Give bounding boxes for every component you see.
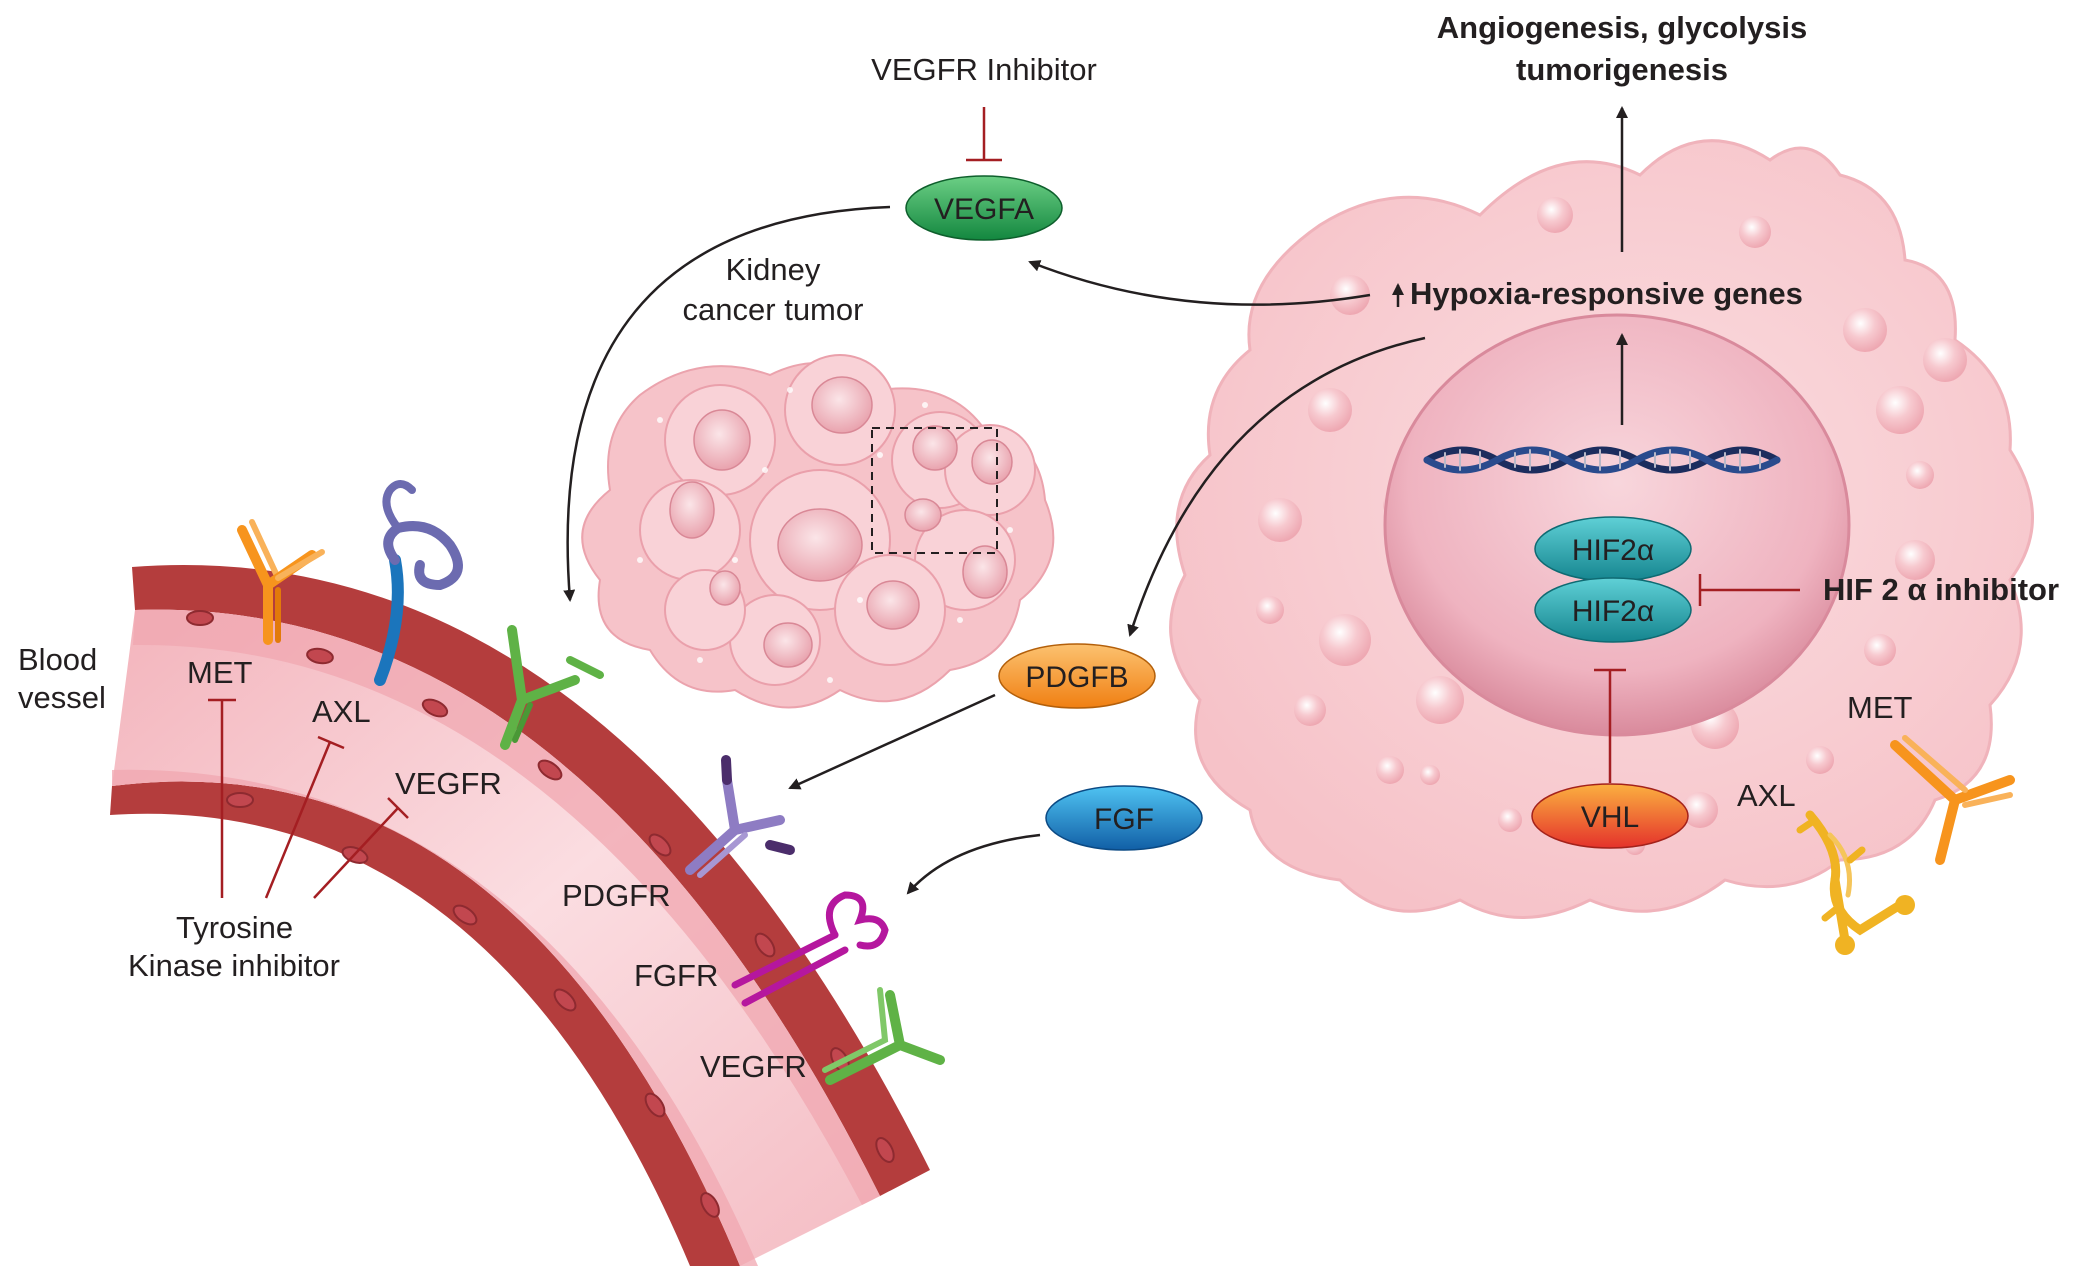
tki-label-line2: Kinase inhibitor <box>128 948 340 983</box>
hif2a-top: HIF2α <box>1534 516 1692 582</box>
pdgfb-ligand: PDGFB <box>998 643 1156 709</box>
endothelial-nuclei <box>186 610 895 1218</box>
vessel-label-line1: Blood <box>18 642 97 677</box>
vhl-protein: VHL <box>1531 783 1689 849</box>
cell-met-receptor-icon <box>1890 735 2015 865</box>
tumor-zoom-box <box>871 427 998 554</box>
hif2a-top-label: HIF2α <box>1572 534 1654 567</box>
tki-label-line1: Tyrosine <box>176 910 293 945</box>
vessel-met-label: MET <box>187 655 253 690</box>
hif-inhibitor-label: HIF 2 α inhibitor <box>1823 572 2059 607</box>
fgfr-receptor-icon <box>731 891 889 1007</box>
hypoxia-genes-label: Hypoxia-responsive genes <box>1410 276 1803 311</box>
vessel-vegfr-outer-receptor-icon <box>822 987 945 1085</box>
fgf-label: FGF <box>1094 803 1154 836</box>
tki-inhibitor-lines <box>208 698 409 899</box>
vegfa-ligand: VEGFA <box>905 175 1063 241</box>
pdgfr-receptor-icon <box>685 755 795 878</box>
fgfr-label: FGFR <box>634 958 718 993</box>
outcome-line2: tumorigenesis <box>1516 52 1728 87</box>
cell-axl-receptor-icon <box>1796 810 1915 955</box>
tumor-label-line1: Kidney <box>726 252 821 287</box>
vhl-label: VHL <box>1581 801 1639 834</box>
vegfa-label: VEGFA <box>934 193 1034 226</box>
pdgfr-label: PDGFR <box>562 878 671 913</box>
vessel-vegfr-outer-label: VEGFR <box>700 1049 807 1084</box>
dna-helix-icon <box>1423 446 1781 474</box>
vessel-axl-label: AXL <box>312 694 371 729</box>
vegfr-inhibitor-label: VEGFR Inhibitor <box>871 52 1097 87</box>
inhibition-lines <box>966 107 1800 783</box>
vessel-axl-receptor-icon <box>374 480 463 686</box>
hif2a-bottom-label: HIF2α <box>1572 595 1654 628</box>
vessel-vegfr-inner-label: VEGFR <box>395 766 502 801</box>
outcome-line1: Angiogenesis, glycolysis <box>1437 10 1807 45</box>
hif2a-bottom: HIF2α <box>1534 577 1692 643</box>
cell-axl-label: AXL <box>1737 778 1796 813</box>
vessel-vegfr-receptor-icon <box>500 625 604 750</box>
pathway-arrows <box>563 106 1628 895</box>
kidney-tumor-cluster-icon <box>581 354 1055 709</box>
vessel-met-receptor-icon <box>237 519 325 645</box>
tumor-label-line2: cancer tumor <box>683 292 864 327</box>
cytoplasm-vesicles <box>1256 197 1967 855</box>
fgf-ligand: FGF <box>1045 785 1203 851</box>
pdgfb-label: PDGFB <box>1025 661 1128 694</box>
vessel-label-line2: vessel <box>18 680 106 715</box>
cell-met-label: MET <box>1847 690 1913 725</box>
